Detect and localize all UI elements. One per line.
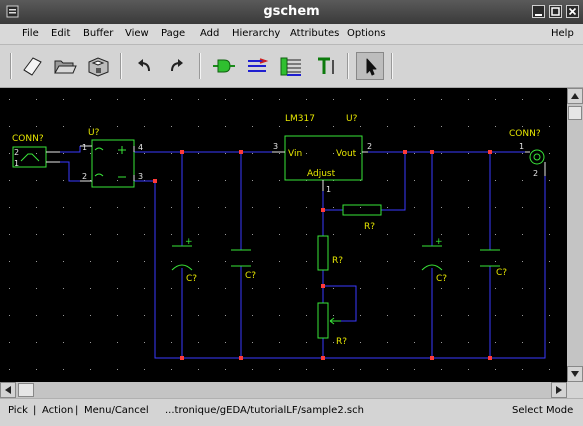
schematic-canvas[interactable]: CONN? 2 1 U? 1 4 2 3 LM317 U? Vin Vout A… [0,88,567,382]
regulator-pin-2: 2 [367,142,372,151]
bridge-pin-4: 4 [138,143,143,152]
regulator-device: LM317 [285,114,315,124]
toolbar-separator [10,53,12,79]
bridge-refdes: U? [88,128,100,138]
capacitor-c4-refdes: C? [496,268,507,278]
status-divider: | [75,405,79,416]
regulator-refdes: U? [346,114,358,124]
menu-options[interactable]: Options [347,28,386,39]
menu-buffer[interactable]: Buffer [83,28,114,39]
title-bar: gschem [0,0,583,24]
net-ground[interactable] [134,176,546,359]
status-left-button: Pick [8,405,28,416]
toolbar-separator [120,53,122,79]
conn-right-pin-2: 2 [533,169,538,178]
capacitor-c2-refdes: C? [245,271,256,281]
regulator-label-adjust: Adjust [307,169,336,179]
status-mode: Select Mode [512,405,574,416]
potentiometer-refdes: R? [336,337,347,347]
conn-left-refdes: CONN? [12,134,44,144]
grid-dots [9,99,550,370]
conn-right-pin-1: 1 [519,142,524,151]
horizontal-scrollbar[interactable] [0,382,567,398]
toolbar-separator [199,53,201,79]
add-bus-icon[interactable] [277,52,305,80]
window-title: gschem [263,4,320,19]
toolbar [0,45,583,88]
menu-add[interactable]: Add [200,28,220,39]
scroll-right-icon[interactable] [551,382,567,398]
add-text-icon[interactable] [311,52,339,80]
bridge-pin-3: 3 [138,172,143,181]
menu-help[interactable]: Help [551,28,574,39]
capacitor-c3-polarity: + [435,237,443,247]
net-rtop[interactable] [323,152,406,211]
window-menu-icon[interactable] [6,5,19,18]
junctions [153,150,492,360]
net-pot-wiper[interactable] [323,285,357,322]
capacitor-c1-refdes: C? [186,274,197,284]
menu-edit[interactable]: Edit [51,28,71,39]
open-file-icon[interactable] [51,52,79,80]
add-net-icon[interactable] [243,52,271,80]
menu-attributes[interactable]: Attributes [290,28,340,39]
new-page-icon[interactable] [18,52,46,80]
redo-icon[interactable] [163,52,191,80]
add-component-icon[interactable] [209,52,237,80]
menu-view[interactable]: View [125,28,149,39]
menu-file[interactable]: File [22,28,39,39]
bridge-rectifier[interactable]: U? 1 4 2 3 [80,128,143,188]
capacitor-c3-refdes: C? [436,274,447,284]
menu-bar: File Edit Buffer View Page Add Hierarchy… [0,24,583,45]
maximize-icon[interactable] [549,5,562,18]
status-right-button: Menu/Cancel [84,405,149,416]
conn-left-pin-2: 2 [14,148,19,157]
bridge-pin-1: 1 [82,143,87,152]
resistor-mid[interactable]: R? [317,235,343,271]
scrollbar-corner [567,382,583,398]
net-conn-bridge-top[interactable] [60,146,81,153]
bridge-pin-2: 2 [82,172,87,181]
status-middle-button: Action [42,405,74,416]
net-conn-bridge-bottom[interactable] [60,161,80,182]
status-bar: Pick | Action | Menu/Cancel ...tronique/… [0,398,583,426]
connector-right[interactable]: CONN? 1 2 [509,129,546,178]
resistor-top-refdes: R? [364,222,375,232]
scroll-left-icon[interactable] [0,382,16,398]
capacitor-c1[interactable]: + C? [171,237,197,284]
conn-right-refdes: CONN? [509,129,541,139]
close-icon[interactable] [566,5,579,18]
menu-hierarchy[interactable]: Hierarchy [232,28,281,39]
potentiometer[interactable]: R? [317,302,347,347]
resistor-top[interactable]: R? [342,204,382,232]
regulator-label-vout: Vout [336,149,357,159]
capacitor-c1-polarity: + [185,237,193,247]
vertical-scrollbar[interactable] [567,88,583,382]
toolbar-separator [391,53,393,79]
capacitor-c3[interactable]: + C? [421,237,447,284]
select-mode-icon[interactable] [356,52,384,80]
horizontal-scroll-thumb[interactable] [18,383,34,397]
connector-left[interactable]: CONN? 2 1 [12,134,60,168]
capacitor-c4[interactable]: C? [480,249,507,278]
scroll-down-icon[interactable] [567,366,583,382]
regulator-pin-3: 3 [273,142,278,151]
undo-icon[interactable] [130,52,158,80]
minimize-icon[interactable] [532,5,545,18]
regulator-lm317[interactable]: LM317 U? Vin Vout Adjust 3 2 1 [272,114,372,194]
regulator-pin-1: 1 [326,185,331,194]
scroll-up-icon[interactable] [567,88,583,104]
status-filename: ...tronique/gEDA/tutorialLF/sample2.sch [165,405,364,416]
regulator-label-vin: Vin [288,149,302,159]
capacitor-c2[interactable]: C? [231,249,256,281]
conn-left-pin-1: 1 [14,159,19,168]
save-icon[interactable] [84,52,112,80]
nets [60,146,546,359]
toolbar-separator [347,53,349,79]
resistor-mid-refdes: R? [332,256,343,266]
status-divider: | [33,405,37,416]
vertical-scroll-thumb[interactable] [568,106,582,120]
menu-page[interactable]: Page [161,28,186,39]
